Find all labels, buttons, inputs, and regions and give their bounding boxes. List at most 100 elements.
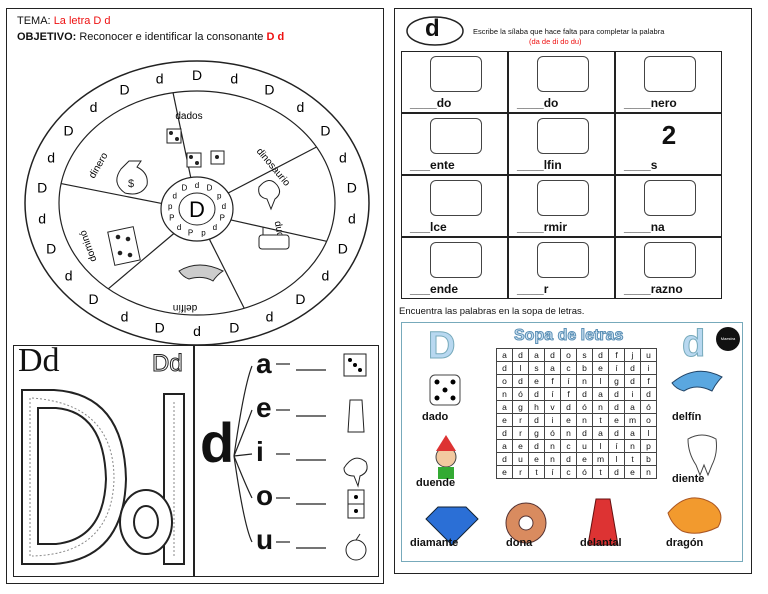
domino-icon	[347, 489, 365, 519]
rim-letter: d	[193, 323, 201, 339]
syllable-word[interactable]: ____r	[517, 282, 549, 296]
syllable-word[interactable]: ____lfin	[517, 158, 562, 172]
dinosaur-icon	[258, 180, 281, 211]
rim-letter: d	[90, 99, 98, 115]
rim-letter: d	[47, 150, 55, 166]
syllable-word[interactable]: ____s	[624, 158, 658, 172]
dolphin-icon	[671, 370, 723, 392]
rim-letter: d	[348, 210, 356, 226]
word-2: duende	[416, 477, 456, 489]
inner-letter: d	[173, 191, 177, 200]
grid-letter[interactable]: í	[544, 465, 561, 479]
logo-text: Maestra	[720, 336, 736, 341]
dolphin-icon	[537, 118, 589, 154]
rim-letter: d	[230, 71, 238, 87]
vowel-i: i	[256, 436, 264, 467]
syllable-cell: ____do	[508, 51, 615, 113]
dice-icon	[537, 56, 589, 92]
vowel-u: u	[256, 524, 274, 555]
donut-icon	[505, 502, 547, 544]
syllable-word[interactable]: ____razno	[624, 282, 683, 296]
word-5: dona	[506, 537, 533, 549]
giving-icon	[537, 242, 589, 278]
rim-letter: d	[121, 308, 129, 324]
inner-letter: P	[188, 228, 193, 237]
peach-icon	[644, 242, 696, 278]
syllable-cell: ____lfin	[508, 113, 615, 175]
vowel-o: o	[256, 480, 274, 511]
tracing-panel: Dd Dd	[13, 342, 195, 577]
dice-icon	[166, 128, 225, 168]
rim-letter: D	[264, 82, 274, 98]
syllable-cell: ____rmir	[508, 175, 615, 237]
number-two-icon: 2	[661, 120, 677, 150]
rim-letter: D	[192, 67, 202, 83]
rim-letter: D	[46, 240, 56, 256]
rim-letter: d	[38, 210, 46, 226]
rim-letter: D	[338, 240, 348, 256]
objetivo-letters: D d	[266, 31, 285, 43]
sopa-big-d: d	[681, 323, 706, 366]
word-0: dado	[422, 411, 449, 423]
svg-text:$: $	[128, 178, 134, 190]
sopa-title: Sopa de letras	[513, 327, 624, 345]
rim-letter: D	[295, 291, 305, 307]
wheel-word: dados	[175, 111, 202, 122]
instruction-text: Escribe la sílaba que hace falta para co…	[473, 27, 665, 36]
tooth-icon	[430, 118, 482, 154]
syllable-cell: ___lce	[401, 175, 508, 237]
rim-letter: D	[88, 291, 98, 307]
objetivo-label: OBJETIVO:	[17, 31, 77, 43]
money-icon	[644, 56, 696, 92]
pointing-hand-icon	[430, 56, 482, 92]
inner-letter: D	[207, 184, 213, 193]
syllable-word[interactable]: ___ende	[410, 282, 459, 296]
rim-letter: D	[347, 180, 357, 196]
elf-icon	[435, 435, 457, 479]
wheel-center-letter: D	[189, 197, 205, 222]
syllable-word[interactable]: ___lce	[410, 220, 447, 234]
syllable-word[interactable]: ___ente	[410, 158, 455, 172]
vowel-icons	[343, 353, 368, 561]
tracing-letters-graphic	[21, 389, 185, 565]
tema-label: TEMA:	[17, 15, 51, 27]
candy-icon	[430, 180, 482, 216]
syllable-word[interactable]: ____rmir	[517, 220, 568, 234]
money-bag-icon: $	[116, 160, 148, 195]
rim-letter: D	[64, 122, 74, 138]
word-3: diente	[672, 473, 705, 485]
syllable-word[interactable]: ____na	[624, 220, 665, 234]
domino-icon	[107, 226, 141, 266]
inner-letter: d	[195, 181, 199, 190]
tema-line: TEMA: La letra D d	[17, 15, 111, 27]
tracing-corner: Dd	[152, 350, 184, 378]
syllable-cell: ___ente	[401, 113, 508, 175]
rim-letter: d	[65, 268, 73, 284]
sleeping-icon	[537, 180, 589, 216]
grid-letter[interactable]: c	[560, 465, 577, 479]
grid-letter[interactable]: n	[640, 465, 657, 479]
sopa-pictures	[425, 370, 723, 546]
rim-letter: d	[321, 268, 329, 284]
left-worksheet: TEMA: La letra D d OBJETIVO: Reconocer e…	[6, 8, 384, 584]
syllable-word[interactable]: ____do	[517, 96, 559, 110]
syllable-cell: ____razno	[615, 237, 722, 299]
word-4: diamante	[410, 537, 459, 549]
elf-icon	[430, 242, 482, 278]
syllable-word[interactable]: ____do	[410, 96, 452, 110]
die-icon	[429, 374, 461, 406]
objetivo-line: OBJETIVO: Reconocer e identificar la con…	[17, 31, 284, 43]
apron-icon	[587, 498, 619, 546]
rim-letter: D	[155, 319, 165, 335]
syllable-word[interactable]: ____nero	[624, 96, 677, 110]
syllable-cell: ____na	[615, 175, 722, 237]
vowel-e: e	[256, 392, 272, 423]
bathtub-icon	[258, 227, 290, 250]
donut-icon	[644, 180, 696, 216]
inner-letter: P	[169, 214, 174, 223]
